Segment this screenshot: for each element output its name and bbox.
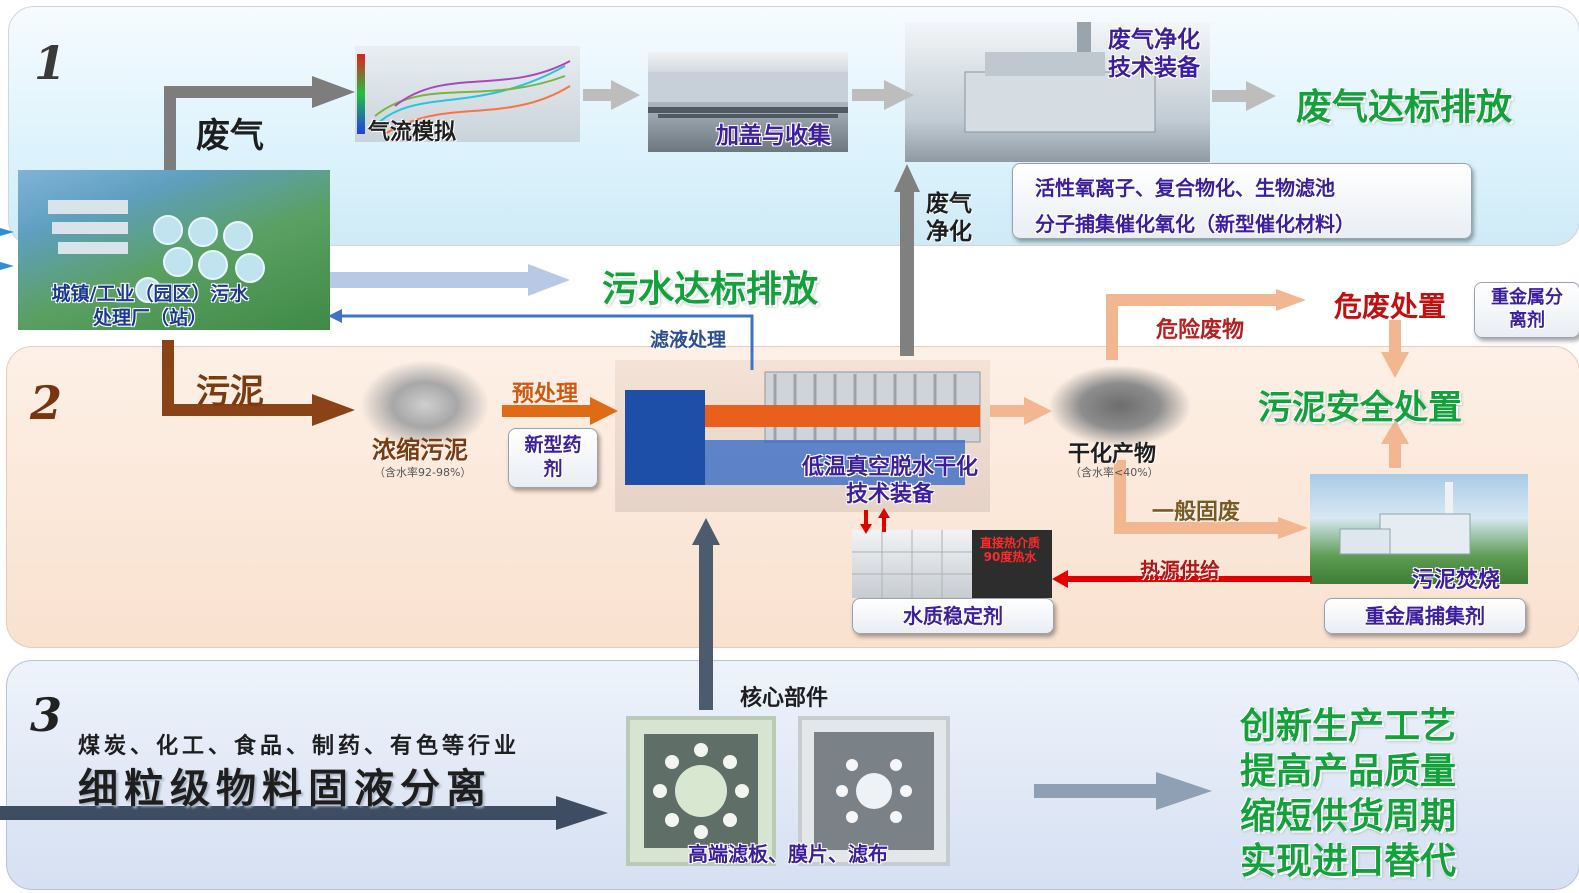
plant-photo [18, 170, 330, 330]
sludge-safe-disposal: 污泥安全处置 [1258, 388, 1462, 428]
hazardous-arrow [1106, 289, 1306, 360]
dewatering-line2: 技术装备 [845, 482, 934, 507]
heavy-metal-capture-label: 重金属捕集剂 [1365, 604, 1485, 628]
gas-purify-label: 废气 净化 [926, 190, 972, 246]
dried-product-label: 干化产物 [1068, 442, 1157, 467]
heat-exchange-arrows [860, 508, 890, 534]
benefit-2: 提高产品质量 [1240, 751, 1457, 792]
waste-gas-branch-label: 废气 [196, 116, 264, 156]
water-discharge-arrow [330, 264, 570, 296]
concentrated-sludge-label: 浓缩污泥 [372, 436, 468, 464]
dewatering-line1: 低温真空脱水干化 [801, 455, 978, 480]
airflow-label: 气流模拟 [368, 120, 457, 145]
benefit-1: 创新生产工艺 [1240, 706, 1457, 747]
dewatering-label: 低温真空脱水干化 技术装备 [780, 454, 1000, 508]
gas-equipment-line2: 技术装备 [1108, 55, 1200, 81]
safe-disposal-arrows [1381, 320, 1409, 468]
filter-plate-photo-1 [626, 716, 776, 866]
concentrated-sludge-photo [360, 360, 490, 450]
water-discharge-result: 污水达标排放 [602, 269, 819, 310]
hazardous-waste-label: 危险废物 [1156, 318, 1245, 343]
gas-branch-arrow [164, 76, 355, 170]
sludge-branch-label: 污泥 [196, 372, 264, 412]
incineration-label: 污泥焚烧 [1412, 568, 1501, 593]
concentrated-sludge-note: （含水率92-98%） [374, 466, 472, 479]
pretreat-arrow [502, 397, 618, 425]
benefit-3: 缩短供货周期 [1240, 796, 1457, 837]
to-dried-arrow [990, 397, 1052, 425]
plant-label: 城镇/工业（园区）污水 处理厂（站） [30, 282, 270, 330]
panel-number-3: 3 [30, 688, 63, 742]
hazard-disposal-label: 危废处置 [1334, 290, 1447, 323]
plant-label-line1: 城镇/工业（园区）污水 [51, 283, 249, 305]
left-edge-marks [0, 228, 14, 270]
benefits-arrow [1034, 772, 1212, 810]
benefit-4: 实现进口替代 [1240, 841, 1457, 882]
sludge-branch-arrow [162, 340, 355, 426]
new-agent-line2: 剂 [543, 458, 563, 480]
new-agent-box: 新型药 剂 [508, 428, 598, 488]
gas-equipment-label: 废气净化 技术装备 [1108, 26, 1200, 82]
solid-liquid-separation-label: 细粒级物料固液分离 [78, 766, 492, 812]
filter-plate-photo-2 [798, 716, 950, 866]
heat-medium-line1: 直接热介质 [979, 536, 1040, 550]
panel-industry [6, 660, 1579, 890]
general-waste-label: 一般固废 [1152, 500, 1241, 525]
core-parts-label: 核心部件 [740, 686, 829, 711]
water-stabilizer-label: 水质稳定剂 [903, 604, 1003, 628]
cover-collection-label: 加盖与收集 [716, 123, 831, 149]
dried-product-photo [1050, 366, 1190, 446]
heat-medium-line2: 90度热水 [983, 550, 1037, 564]
heavy-metal-separation-line2: 离剂 [1509, 310, 1545, 331]
filtrate-label: 滤液处理 [650, 329, 727, 351]
industries-label: 煤炭、化工、食品、制药、有色等行业 [78, 734, 521, 759]
water-stabilizer-box: 水质稳定剂 [852, 598, 1054, 634]
gas-purify-line2: 净化 [926, 219, 972, 245]
gas-purify-line1: 废气 [926, 191, 972, 217]
industry-arrow [0, 796, 608, 830]
plant-label-line2: 处理厂（站） [92, 307, 207, 329]
pretreat-label: 预处理 [512, 382, 579, 407]
general-waste-arrow [1114, 460, 1308, 539]
benefits-list: 创新生产工艺 提高产品质量 缩短供货周期 实现进口替代 [1240, 704, 1456, 884]
gas-tech-line2: 分子捕集催化氧化（新型催化材料） [1035, 212, 1355, 236]
incineration-photo [1310, 474, 1528, 584]
panel-number-1: 1 [34, 36, 67, 90]
airflow-photo [355, 46, 580, 142]
panel-number-2: 2 [30, 376, 63, 430]
heavy-metal-capture-box: 重金属捕集剂 [1324, 598, 1526, 634]
dried-product-note: （含水率<40%） [1070, 466, 1159, 479]
core-parts-arrow [692, 518, 720, 710]
gas-discharge-result: 废气达标排放 [1296, 87, 1513, 128]
gas-equipment-line1: 废气净化 [1108, 27, 1200, 53]
heat-supply-arrow [1052, 570, 1312, 588]
water-tank-photo [852, 530, 1052, 598]
heavy-metal-separation-line1: 重金属分 [1491, 287, 1563, 308]
cover-collection-photo [648, 52, 848, 152]
heat-supply-label: 热源供给 [1140, 558, 1220, 582]
heavy-metal-separation-box: 重金属分 离剂 [1474, 282, 1579, 338]
gas-purify-arrow [894, 164, 920, 356]
filter-parts-label: 高端滤板、膜片、滤布 [688, 842, 888, 866]
gas-tech-line1: 活性氧离子、复合物化、生物滤池 [1035, 176, 1335, 200]
new-agent-line1: 新型药 [524, 434, 582, 456]
gas-equipment-photo [905, 22, 1210, 162]
gas-flow-arrows [583, 80, 1276, 111]
heat-medium-label: 直接热介质 90度热水 [968, 536, 1052, 564]
filtrate-return-arrow [328, 309, 754, 370]
dewatering-machine-photo [615, 360, 990, 512]
gas-tech-box: 活性氧离子、复合物化、生物滤池 分子捕集催化氧化（新型催化材料） [1012, 163, 1472, 239]
